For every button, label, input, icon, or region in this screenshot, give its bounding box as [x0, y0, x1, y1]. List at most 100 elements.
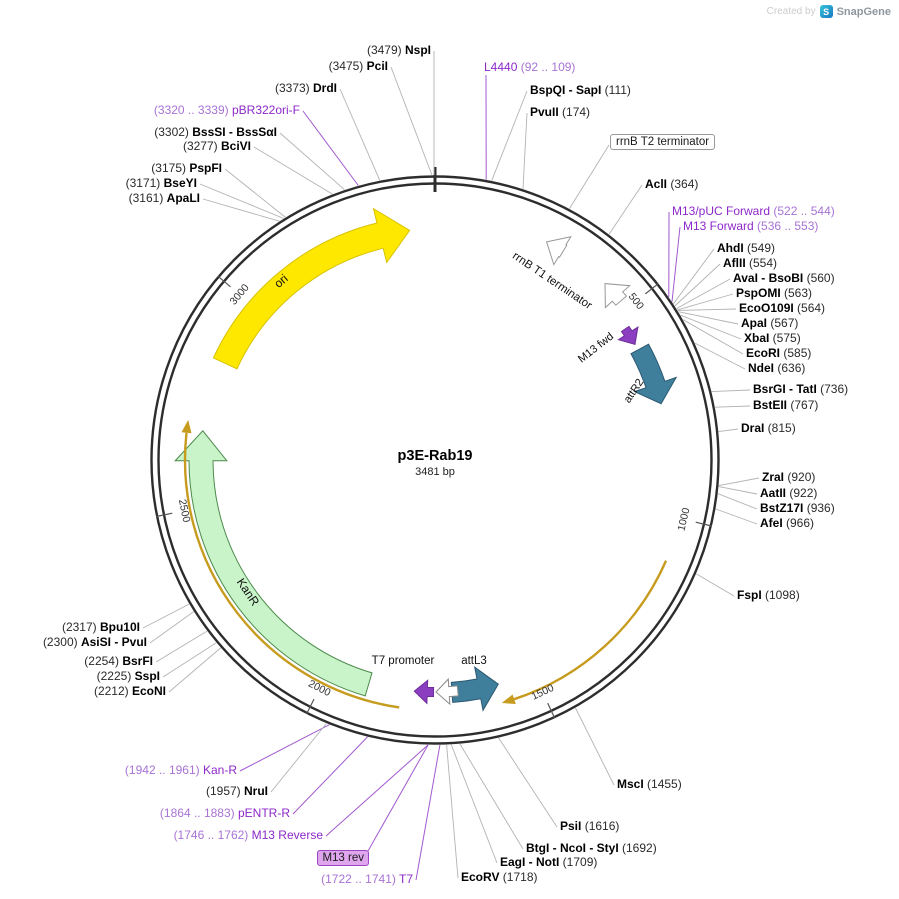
label-pvuii[interactable]: PvuII (174) — [530, 106, 590, 119]
label-position: (3373) — [274, 81, 313, 95]
label-msci[interactable]: MscI (1455) — [617, 778, 682, 791]
feature-kan-arc[interactable] — [183, 432, 400, 709]
label-position: (560) — [803, 271, 835, 285]
feature-rrnb-t1-arrow[interactable] — [604, 283, 631, 309]
label-ecorv[interactable]: EcoRV (1718) — [461, 871, 538, 884]
label-ndei[interactable]: NdeI (636) — [748, 362, 805, 375]
feature-t7-promoter-arrow[interactable] — [435, 677, 459, 706]
feature-m13-rev-arrow[interactable] — [413, 679, 435, 705]
label-m13-forward[interactable]: M13 Forward (536 .. 553) — [683, 220, 818, 233]
feature-kanr[interactable] — [174, 430, 373, 697]
label-name: M13 Reverse — [251, 828, 323, 842]
label-position: (2225) — [96, 669, 135, 683]
feature-m13-fwd-arrow[interactable] — [617, 325, 639, 346]
label-drdi[interactable]: (3373) DrdI — [275, 82, 337, 95]
label-afei[interactable]: AfeI (966) — [760, 517, 814, 530]
leader-t7 — [415, 744, 441, 881]
watermark-brand: SnapGene — [836, 5, 891, 18]
label-aflii[interactable]: AflII (554) — [723, 257, 777, 270]
label-acli[interactable]: AclI (364) — [645, 178, 698, 191]
label-m13-rev[interactable]: M13 rev — [317, 850, 369, 866]
leader-drdi — [339, 88, 381, 181]
label-name: PciI — [366, 59, 388, 73]
label-position: (3175) — [151, 161, 190, 175]
label-position: (1098) — [761, 588, 800, 602]
leader-ecoo109i — [677, 308, 737, 311]
label-apali[interactable]: (3161) ApaLI — [129, 192, 200, 205]
label-name: T7 — [398, 872, 413, 886]
inner-label-t7-promoter[interactable]: T7 promoter — [371, 655, 435, 667]
label-eagi-noti[interactable]: EagI - NotI (1709) — [500, 856, 597, 869]
label-name: XbaI — [744, 331, 770, 345]
label-name: BseYI — [163, 176, 197, 190]
label-name: AsiSI - PvuI — [80, 635, 147, 649]
label-psii[interactable]: PsiI (1616) — [560, 820, 619, 833]
label-name: pBR322ori-F — [231, 103, 300, 117]
leader-m13-forward — [671, 226, 681, 302]
label-bstz17i[interactable]: BstZ17I (936) — [760, 502, 835, 515]
label-name: pENTR-R — [237, 806, 290, 820]
tick-mark-3000 — [217, 275, 231, 288]
feature-attL3[interactable] — [450, 666, 499, 712]
label-drai[interactable]: DraI (815) — [741, 422, 796, 435]
label-name: BciVI — [220, 139, 251, 153]
label-name: Bpu10I — [99, 620, 140, 634]
label-ahdi[interactable]: AhdI (549) — [717, 242, 775, 255]
label-name: EagI - NotI — [500, 855, 560, 869]
watermark-created-by: Created by — [766, 6, 816, 17]
label-t7[interactable]: (1722 .. 1741) T7 — [321, 873, 413, 886]
label-bseyi[interactable]: (3171) BseYI — [126, 177, 197, 190]
label-nrui[interactable]: (1957) NruI — [206, 785, 268, 798]
label-bcivi[interactable]: (3277) BciVI — [183, 140, 251, 153]
label-m13-puc-forward[interactable]: M13/pUC Forward (522 .. 544) — [672, 205, 835, 218]
label-pspomi[interactable]: PspOMI (563) — [736, 287, 812, 300]
label-name: NdeI — [748, 361, 775, 375]
label-m13-reverse[interactable]: (1746 .. 1762) M13 Reverse — [174, 829, 323, 842]
leader-bcivi — [253, 146, 333, 195]
label-bspqi-sapi[interactable]: BspQI - SapI (111) — [530, 84, 631, 97]
label-nspi[interactable]: (3479) NspI — [367, 44, 431, 57]
label-fspi[interactable]: FspI (1098) — [737, 589, 800, 602]
label-pbr322ori-f[interactable]: (3320 .. 3339) pBR322ori-F — [154, 104, 300, 117]
label-bsrgi-tati[interactable]: BsrGI - TatI (736) — [753, 383, 848, 396]
label-asisi-pvui[interactable]: (2300) AsiSI - PvuI — [43, 636, 147, 649]
label-l4440[interactable]: L4440 (92 .. 109) — [484, 61, 575, 74]
feature-rrnb-t2-arrow[interactable] — [545, 235, 572, 266]
label-position: (815) — [764, 421, 796, 435]
label-bsssi-bsss-i[interactable]: (3302) BssSI - BssSαI — [154, 126, 277, 139]
snapgene-logo-letter: S — [823, 6, 830, 17]
feature-attR2[interactable] — [630, 343, 678, 405]
label-pcii[interactable]: (3475) PciI — [329, 60, 388, 73]
label-pspfi[interactable]: (3175) PspFI — [151, 162, 222, 175]
label-sspi[interactable]: (2225) SspI — [97, 670, 160, 683]
label-name: BstEII — [753, 398, 788, 412]
tick-mark-1500 — [547, 702, 556, 719]
label-position: (536 .. 553) — [753, 219, 819, 233]
tick-label-500: 500 — [626, 291, 646, 312]
feature-ori[interactable] — [212, 207, 411, 370]
leader-psii — [498, 737, 558, 828]
label-bsrfi[interactable]: (2254) BsrFI — [84, 655, 153, 668]
label-kan-r[interactable]: (1942 .. 1961) Kan-R — [125, 764, 237, 777]
feature-insert-arc[interactable] — [513, 560, 668, 701]
label-name: MscI — [617, 777, 644, 791]
label-bsteii[interactable]: BstEII (767) — [753, 399, 818, 412]
label-apai[interactable]: ApaI (567) — [741, 317, 798, 330]
label-xbai[interactable]: XbaI (575) — [744, 332, 801, 345]
label-ecoo109i[interactable]: EcoO109I (564) — [739, 302, 825, 315]
leader-m13-rev — [367, 744, 429, 852]
label-zrai[interactable]: ZraI (920) — [762, 471, 815, 484]
label-aatii[interactable]: AatII (922) — [760, 487, 817, 500]
label-bpu10i[interactable]: (2317) Bpu10I — [62, 621, 140, 634]
label-rrnb-t2-terminator[interactable]: rrnB T2 terminator — [610, 134, 716, 150]
label-ecori[interactable]: EcoRI (585) — [746, 347, 811, 360]
label-name: PspOMI — [736, 286, 781, 300]
label-btgi-ncoi-styi[interactable]: BtgI - NcoI - StyI (1692) — [526, 842, 657, 855]
label-avai-bsobi[interactable]: AvaI - BsoBI (560) — [733, 272, 835, 285]
inner-label-attl3[interactable]: attL3 — [461, 655, 487, 667]
label-position: (3320 .. 3339) — [153, 103, 232, 117]
label-pentr-r[interactable]: (1864 .. 1883) pENTR-R — [160, 807, 290, 820]
label-position: (2300) — [42, 635, 81, 649]
label-econi[interactable]: (2212) EcoNI — [94, 685, 166, 698]
